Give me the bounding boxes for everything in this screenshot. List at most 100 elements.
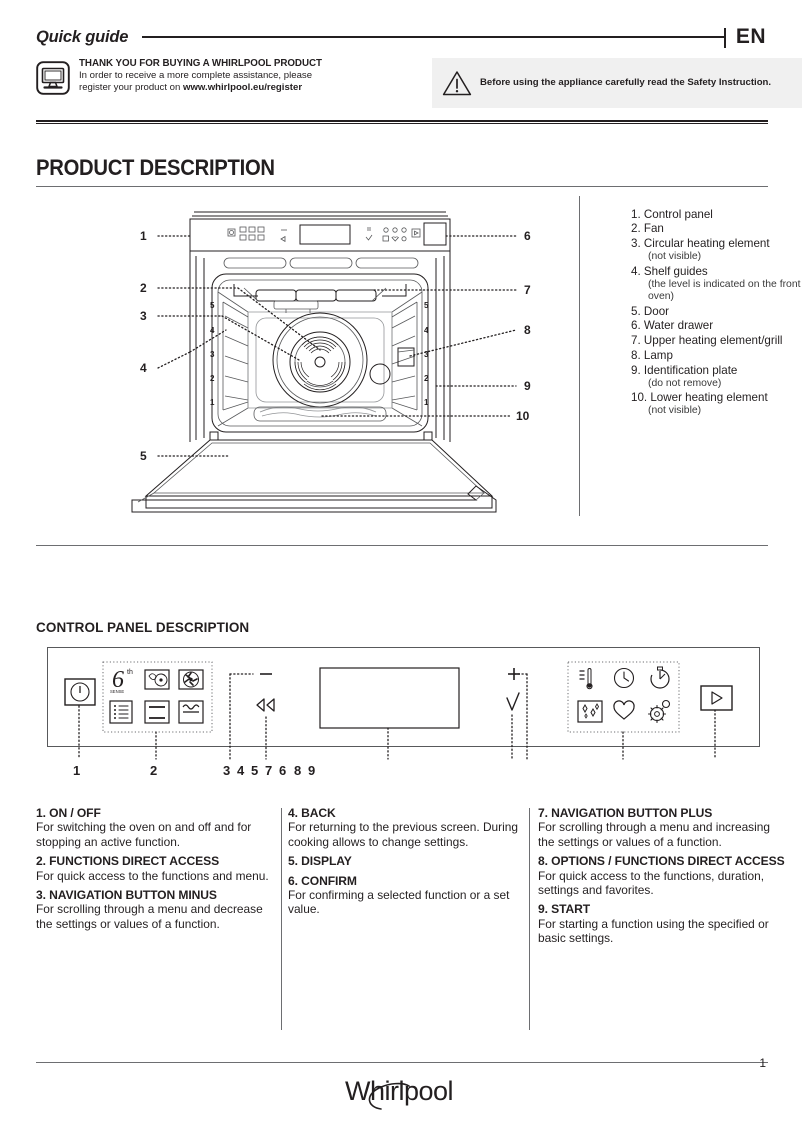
item-heading: 7. NAVIGATION BUTTON PLUS	[538, 806, 713, 820]
item-heading: 5. DISPLAY	[288, 854, 352, 869]
monitor-icon	[36, 61, 70, 95]
description-item: 9. START For starting a function using t…	[538, 902, 786, 945]
figure-vertical-divider	[579, 196, 580, 516]
description-item: 8. OPTIONS / FUNCTIONS DIRECT ACCESS For…	[538, 854, 786, 897]
fan-forced-icon	[178, 669, 204, 690]
description-item: 6. CONFIRM For confirming a selected fun…	[288, 874, 526, 917]
list-item: 9. Identification plate (do not remove)	[631, 364, 802, 391]
heart-icon	[613, 700, 635, 720]
list-item: 10. Lower heating element (not visible)	[631, 391, 802, 418]
item-body: For returning to the previous screen. Du…	[288, 820, 518, 849]
callout-number-6: 6	[279, 763, 287, 778]
svg-text:1: 1	[210, 398, 215, 407]
list-item: 6. Water drawer	[631, 319, 802, 333]
control-panel-descriptions: 1. ON / OFF For switching the oven on an…	[36, 806, 785, 1041]
quick-guide-title: Quick guide	[36, 27, 129, 46]
section-title-rule	[36, 186, 768, 187]
part-number: 2.	[631, 222, 641, 236]
svg-text:4: 4	[140, 361, 147, 375]
column-divider-2	[529, 808, 530, 1030]
svg-text:5: 5	[210, 301, 215, 310]
svg-text:3: 3	[424, 350, 429, 359]
language-code: EN	[735, 25, 766, 48]
thank-you-line-2-prefix: register your product on	[79, 82, 183, 94]
svg-text:4: 4	[424, 326, 429, 335]
clock-icon	[613, 667, 635, 689]
part-note: (the level is indicated on the front of …	[648, 278, 802, 303]
svg-text:1: 1	[424, 398, 429, 407]
description-column-1: 1. ON / OFF For switching the oven on an…	[36, 806, 274, 931]
part-label: Upper heating element/grill	[643, 334, 783, 348]
page-header: Quick guide EN	[36, 22, 766, 52]
notice-area: THANK YOU FOR BUYING A WHIRLPOOL PRODUCT…	[36, 58, 802, 112]
page-title: PRODUCT DESCRIPTION	[36, 155, 275, 180]
callout-number-5: 5	[251, 763, 259, 778]
grill-icon	[178, 700, 204, 724]
part-number: 1.	[631, 207, 641, 221]
item-heading: 2. FUNCTIONS DIRECT ACCESS	[36, 854, 220, 869]
svg-text:Whirlpool: Whirlpool	[345, 1076, 453, 1106]
item-heading: 1. ON / OFF	[36, 806, 101, 820]
list-item: 7. Upper heating element/grill	[631, 334, 802, 348]
start-play-icon	[700, 685, 733, 711]
svg-text:1: 1	[140, 229, 147, 243]
part-label: Lower heating element	[650, 391, 768, 405]
safety-notice-box: Before using the appliance carefully rea…	[432, 58, 802, 108]
svg-text:SENSE: SENSE	[110, 689, 124, 694]
steam-assist-icon	[144, 669, 170, 690]
header-rule	[142, 36, 726, 38]
svg-text:2: 2	[210, 374, 215, 383]
header-bottom-rule	[36, 120, 768, 124]
part-number: 10.	[631, 391, 648, 405]
callout-number-2: 2	[150, 763, 158, 778]
description-item: 1. ON / OFF For switching the oven on an…	[36, 806, 274, 849]
timer-icon	[650, 666, 670, 689]
item-body: For confirming a selected function or a …	[288, 888, 510, 917]
header-rule-container	[142, 27, 726, 48]
svg-text:10: 10	[516, 409, 530, 423]
part-label: Identification plate	[643, 363, 738, 377]
thank-you-heading: THANK YOU FOR BUYING A WHIRLPOOL PRODUCT	[79, 58, 322, 69]
part-number: 7.	[631, 334, 641, 348]
part-label: Control panel	[643, 207, 713, 221]
item-body: For quick access to the functions and me…	[36, 868, 269, 883]
part-label: Lamp	[643, 348, 673, 362]
sixth-sense-icon: 6 th SENSE	[110, 667, 133, 694]
register-url[interactable]: www.whirlpool.eu/register	[183, 82, 303, 94]
safety-notice-text: Before using the appliance carefully rea…	[480, 76, 772, 88]
item-heading: 6. CONFIRM	[288, 873, 357, 888]
svg-text:2: 2	[424, 374, 429, 383]
svg-text:3: 3	[140, 309, 147, 323]
part-label: Circular heating element	[643, 237, 770, 251]
svg-text:th: th	[127, 669, 133, 676]
product-figure-area: 5 4 3 2 1 5 4 3 2	[36, 192, 802, 544]
svg-text:6: 6	[112, 667, 124, 693]
power-on-off-icon	[64, 678, 96, 706]
checkmark-icon	[506, 692, 520, 711]
conventional-heat-icon	[144, 700, 170, 724]
item-body: For scrolling through a menu and increas…	[538, 820, 770, 849]
control-panel-callout-numbers: 1 2 3 4 5 7 6 8 9	[47, 763, 760, 781]
item-body: For quick access to the functions, durat…	[538, 868, 765, 898]
settings-gear-icon	[647, 699, 671, 724]
item-body: For scrolling through a menu and decreas…	[36, 902, 263, 931]
header-rule-end-tick	[723, 28, 726, 48]
back-rewind-icon	[256, 698, 275, 712]
description-column-2: 4. BACK For returning to the previous sc…	[288, 806, 526, 917]
callout-number-8: 8	[294, 763, 302, 778]
item-heading: 8. OPTIONS / FUNCTIONS DIRECT ACCESS	[538, 854, 785, 869]
thank-you-block: THANK YOU FOR BUYING A WHIRLPOOL PRODUCT…	[36, 58, 386, 95]
svg-text:6: 6	[524, 229, 531, 243]
callout-number-3: 3	[223, 763, 231, 778]
list-item: 4. Shelf guides (the level is indicated …	[631, 265, 802, 304]
part-note: (not visible)	[648, 405, 702, 417]
whirlpool-logo: Whirlpool	[345, 1073, 480, 1115]
item-body: For switching the oven on and off and fo…	[36, 820, 252, 849]
svg-text:9: 9	[524, 379, 531, 393]
item-heading: 9. START	[538, 902, 591, 917]
sparkle-clean-icon	[577, 700, 603, 723]
svg-text:2: 2	[140, 281, 147, 295]
part-note: (do not remove)	[648, 378, 722, 390]
column-divider-1	[281, 808, 282, 1030]
